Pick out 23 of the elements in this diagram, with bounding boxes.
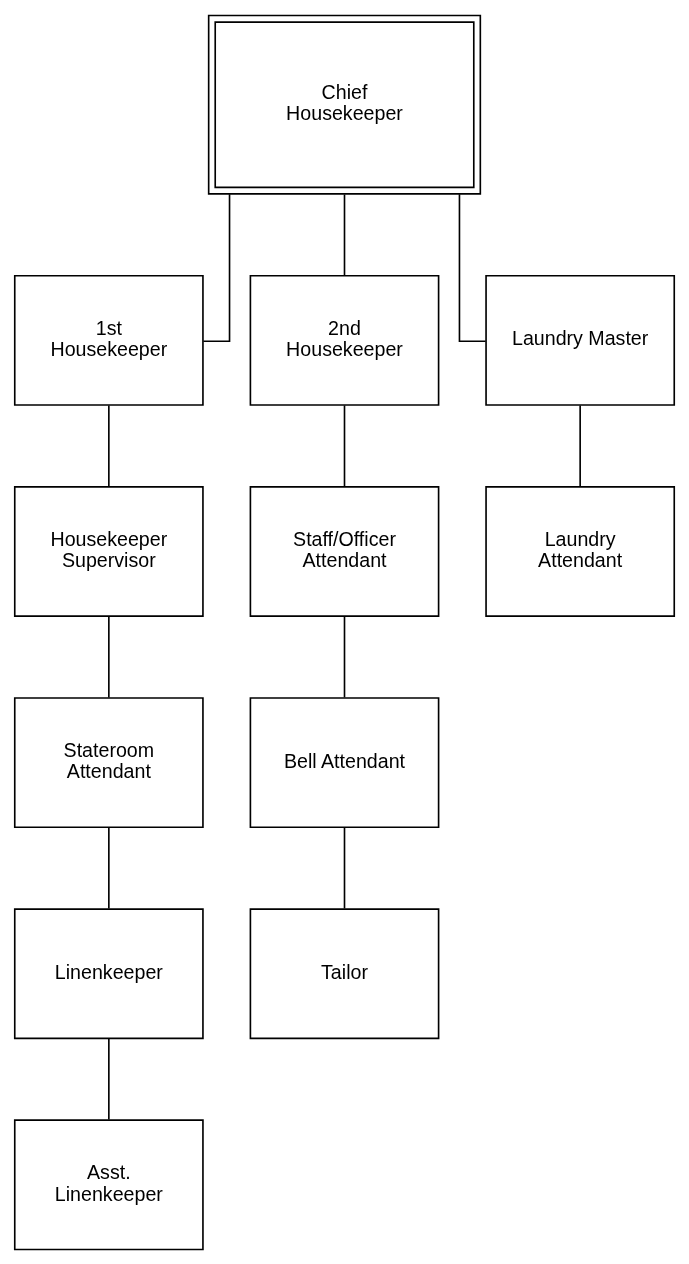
node-box: Staff/Officer Attendant [249, 485, 440, 617]
connector [343, 404, 346, 487]
node-box: Laundry Attendant [485, 485, 676, 617]
connector [343, 193, 346, 276]
node-box: Asst. Linenkeeper [13, 1118, 204, 1250]
connector [579, 404, 581, 487]
node-box: Chief Housekeeper [207, 14, 482, 195]
connector [458, 192, 487, 342]
connector [108, 1037, 110, 1120]
node-box: 1st Housekeeper [13, 274, 204, 406]
connector [343, 615, 346, 698]
connector [108, 404, 110, 487]
node-box: Stateroom Attendant [13, 696, 204, 828]
connector [202, 192, 231, 342]
node-box: Linenkeeper [13, 907, 204, 1039]
node-box: 2nd Housekeeper [249, 274, 440, 406]
node-box: Bell Attendant [249, 696, 440, 828]
connector [108, 826, 110, 909]
connector [108, 615, 110, 698]
node-box: Laundry Master [485, 274, 676, 406]
connector [343, 826, 346, 909]
node-box: Housekeeper Supervisor [13, 485, 204, 617]
node-box: Tailor [249, 907, 440, 1039]
